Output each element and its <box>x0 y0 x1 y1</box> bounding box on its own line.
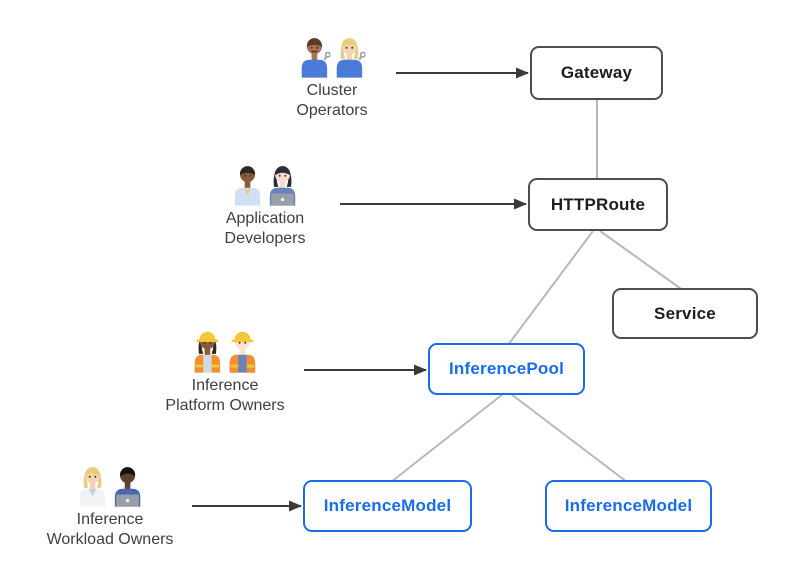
actor-inference-workload-owners: Inference Workload Owners <box>47 464 174 550</box>
actor-label-line: Cluster <box>306 82 358 99</box>
node-inferencemodel-1-label: InferenceModel <box>323 496 452 515</box>
node-gateway-label: Gateway <box>560 63 633 82</box>
edge-httproute-service <box>599 230 685 292</box>
inference-platform-owners-emoji-pair <box>191 330 258 373</box>
woman-technologist-emoji <box>269 166 296 206</box>
node-inferencemodel-1: InferenceModel <box>303 480 472 532</box>
actor-application-developers: Application Developers <box>225 163 306 249</box>
woman-construction-worker-emoji <box>194 331 221 373</box>
actor-label-line: Inference <box>76 511 144 528</box>
actor-label-line: Application <box>225 210 305 227</box>
node-inferencepool: InferencePool <box>428 343 585 395</box>
node-inferencemodel-2: InferenceModel <box>545 480 712 532</box>
application-developers-emoji-pair <box>232 163 299 206</box>
actor-inference-workload-owners-label: Inference Workload Owners <box>47 510 174 550</box>
node-httproute: HTTPRoute <box>528 178 668 231</box>
man-mechanic-emoji <box>301 38 331 78</box>
actor-application-developers-label: Application Developers <box>225 209 306 249</box>
node-inferencemodel-2-label: InferenceModel <box>564 496 693 515</box>
man-construction-worker-emoji <box>229 331 256 373</box>
inference-workload-owners-emoji-pair <box>76 464 143 507</box>
actor-label-line: Workload Owners <box>46 531 174 548</box>
node-service-label: Service <box>654 303 716 323</box>
actor-cluster-operators-label: Cluster Operators <box>296 81 367 121</box>
edge-httproute-inferencepool <box>507 230 594 346</box>
edge-inferencepool-inferencemodel-2 <box>510 393 628 483</box>
cluster-operators-emoji-pair <box>298 35 366 78</box>
actor-label-line: Developers <box>224 230 306 247</box>
node-httproute-label: HTTPRoute <box>550 194 646 214</box>
node-service: Service <box>612 288 758 339</box>
actor-inference-platform-owners: Inference Platform Owners <box>165 330 285 416</box>
actor-cluster-operators: Cluster Operators <box>296 35 368 121</box>
man-office-worker-emoji <box>234 166 261 206</box>
woman-mechanic-emoji <box>336 38 366 78</box>
person-emoji <box>79 467 106 507</box>
actor-label-line: Inference <box>191 377 259 394</box>
actor-inference-platform-owners-label: Inference Platform Owners <box>165 376 284 416</box>
node-inferencepool-label: InferencePool <box>448 359 565 378</box>
edge-inferencepool-inferencemodel-1 <box>390 393 504 483</box>
actor-label-line: Operators <box>296 102 368 119</box>
man-technologist-emoji <box>114 467 141 507</box>
actor-label-line: Platform Owners <box>165 397 285 414</box>
node-gateway: Gateway <box>530 46 663 100</box>
